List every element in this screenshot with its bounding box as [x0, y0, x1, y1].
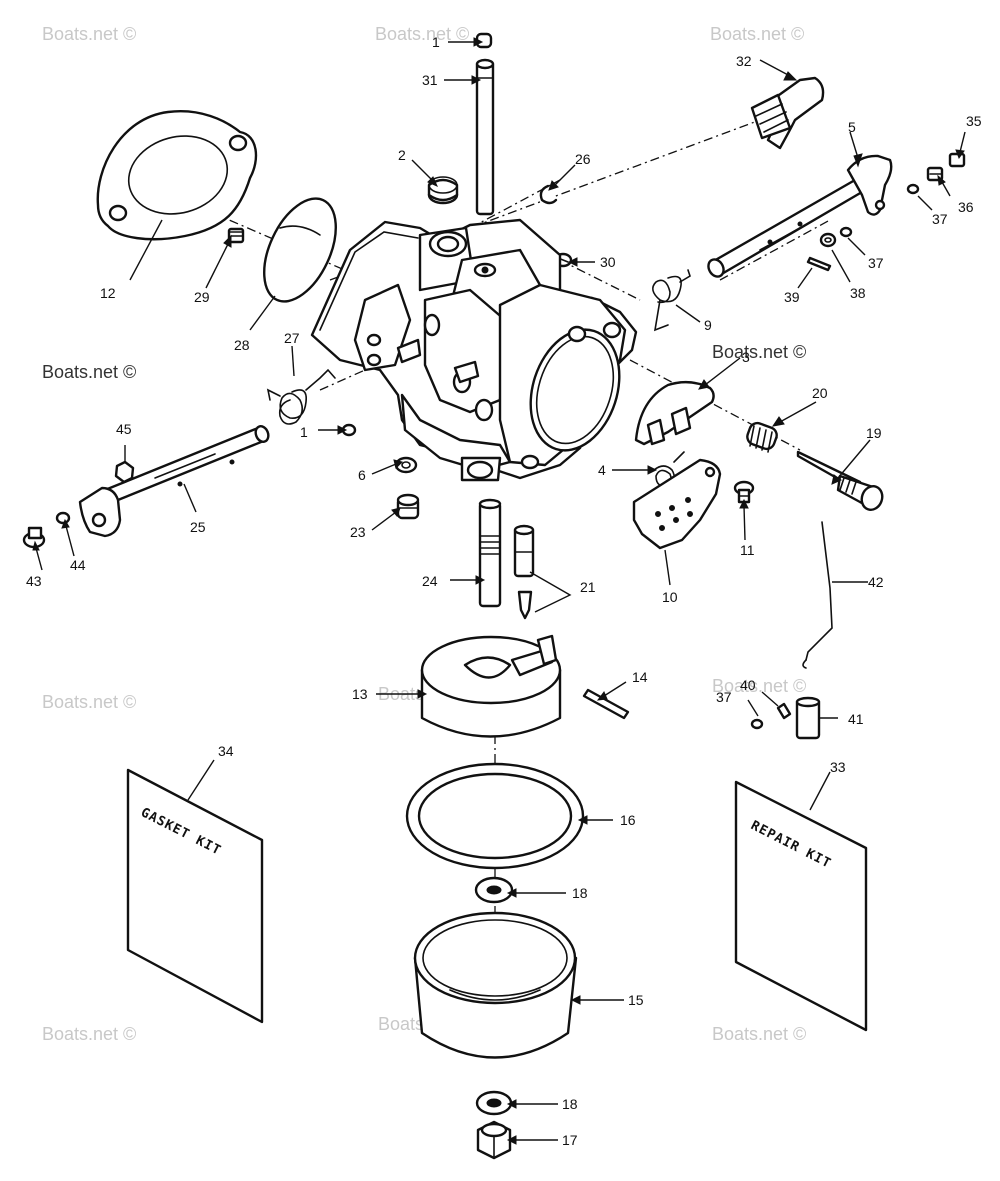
e-clip-26: [539, 184, 558, 205]
callout-35: 35: [966, 113, 982, 129]
float-bowl-cover-gasket: [263, 197, 337, 303]
watermark: Boats.net ©: [375, 24, 469, 44]
callout-6: 6: [358, 467, 366, 483]
washer-38: [819, 232, 837, 248]
callout-45: 45: [116, 421, 132, 437]
callout-25: 25: [190, 519, 206, 535]
callout-41: 41: [848, 711, 864, 727]
callout-23: 23: [350, 524, 366, 540]
callout-15: 15: [628, 992, 644, 1008]
callout-34: 34: [218, 743, 234, 759]
main-nozzle: [478, 498, 502, 608]
callout-37-low: 37: [716, 689, 732, 705]
watermark: Boats.net ©: [42, 24, 136, 44]
repair-kit-card: REPAIR KIT: [734, 780, 868, 1032]
float-pin: [582, 688, 630, 720]
callout-3: 3: [742, 349, 750, 365]
mounting-gasket: [96, 110, 258, 241]
float-bowl: [413, 911, 578, 1059]
watermark: Boats.net ©: [710, 24, 804, 44]
callout-10: 10: [662, 589, 678, 605]
callout-2: 2: [398, 147, 406, 163]
callout-9: 9: [704, 317, 712, 333]
callout-18-upper: 18: [572, 885, 588, 901]
callout-4: 4: [598, 462, 606, 478]
watermark: Boats.net ©: [712, 342, 806, 362]
washer-18-lower: [475, 1090, 513, 1116]
choke-link-rod: [802, 521, 833, 669]
choke-lever-bracket: [632, 458, 722, 550]
callout-1-top: 1: [432, 34, 440, 50]
screw-29: [227, 227, 245, 244]
callout-44: 44: [70, 557, 86, 573]
choke-plate: [634, 380, 715, 446]
watermark: Boats.net ©: [42, 362, 136, 382]
callout-14: 14: [632, 669, 648, 685]
callout-38: 38: [850, 285, 866, 301]
throttle-return-spring: [652, 269, 691, 332]
idle-mixture-needle: [796, 450, 884, 511]
callout-39: 39: [784, 289, 800, 305]
callout-11: 11: [740, 542, 755, 558]
watermark: Boats.net ©: [42, 692, 136, 712]
fuel-inlet-fitting: [750, 76, 825, 150]
callout-29: 29: [194, 289, 210, 305]
screw-43: [22, 526, 46, 549]
callout-17: 17: [562, 1132, 578, 1148]
callout-1-left: 1: [300, 424, 308, 440]
washer-44: [55, 511, 71, 525]
bowl-nut: [476, 1120, 512, 1160]
callout-32: 32: [736, 53, 752, 69]
callout-30: 30: [600, 254, 616, 270]
callout-31: 31: [422, 72, 438, 88]
pin-40: [776, 702, 792, 720]
callout-24: 24: [422, 573, 438, 589]
callout-16: 16: [620, 812, 636, 828]
watermark: Boats.net ©: [712, 676, 806, 696]
callout-27: 27: [284, 330, 300, 346]
choke-lever-spring: [653, 451, 685, 488]
callout-18-lower: 18: [562, 1096, 578, 1112]
callout-13: 13: [352, 686, 368, 702]
callout-40: 40: [740, 677, 756, 693]
callout-20: 20: [812, 385, 828, 401]
screw-35: [948, 152, 966, 168]
carburetor-body: [310, 218, 638, 482]
sleeve-41: [795, 696, 821, 740]
callout-43: 43: [26, 573, 42, 589]
float: [420, 634, 562, 738]
pin-39: [806, 256, 832, 272]
choke-return-spring: [266, 368, 336, 425]
washer-18-upper: [474, 876, 514, 904]
leader-lines: [32, 37, 966, 1145]
gasket-kit-card: GASKET KIT: [126, 768, 264, 1024]
bowl-gasket: [405, 762, 585, 870]
choke-shaft: [78, 425, 270, 538]
callout-26: 26: [575, 151, 591, 167]
watermark: Boats.net ©: [712, 1024, 806, 1044]
inlet-needle-seat: [513, 524, 535, 620]
watermark: Boats.net ©: [42, 1024, 136, 1044]
callout-5: 5: [848, 119, 856, 135]
throttle-shaft: [707, 154, 893, 278]
washer-37-mid: [839, 226, 853, 238]
callout-36: 36: [958, 199, 974, 215]
washer-37-low: [750, 718, 764, 730]
washer-37-top: [906, 183, 920, 195]
callout-19: 19: [866, 425, 882, 441]
callout-numbers: 1 31 32 5 35 36 37 37 38 39 2 26 30 9 3 …: [26, 34, 982, 1148]
callout-12: 12: [100, 285, 116, 301]
callout-21: 21: [580, 579, 596, 595]
plug-screw-23: [396, 493, 420, 520]
callout-37-top: 37: [932, 211, 948, 227]
idle-tube: [475, 58, 495, 216]
screw-11: [733, 480, 755, 504]
callout-42: 42: [868, 574, 884, 590]
callout-28: 28: [234, 337, 250, 353]
callout-37-mid: 37: [868, 255, 884, 271]
nut-45: [114, 460, 135, 484]
callout-33: 33: [830, 759, 846, 775]
idle-screw-spring: [746, 421, 778, 453]
